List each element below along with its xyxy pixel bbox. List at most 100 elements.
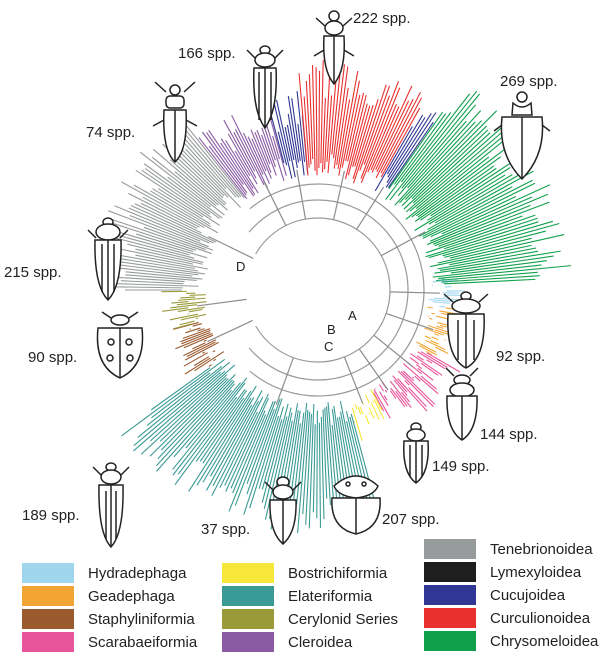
tree-branch (313, 424, 315, 512)
tree-branch (425, 336, 431, 339)
tree-branch (432, 337, 439, 340)
node-label-a: A (348, 308, 357, 323)
tree-branch (413, 377, 414, 378)
tree-branch (369, 413, 370, 415)
tree-branch (360, 86, 390, 171)
tree-branch (173, 324, 191, 329)
node-label-d: D (236, 259, 245, 274)
tree-branch (379, 392, 388, 406)
legend-swatch (424, 562, 476, 582)
legend-swatch (424, 585, 476, 605)
tree-branch (359, 349, 388, 390)
legend-label: Cleroidea (288, 634, 352, 651)
tree-branch (417, 356, 424, 360)
tree-branch (432, 302, 449, 304)
count-label-92: 92 spp. (496, 348, 545, 365)
tree-branch (321, 60, 323, 163)
beetle-icon-269 (494, 92, 550, 179)
legend-swatch (22, 632, 74, 652)
legend-swatch (222, 563, 274, 583)
count-label-215: 215 spp. (4, 264, 62, 281)
tree-branch (334, 171, 345, 220)
count-label-166: 166 spp. (178, 45, 236, 62)
tree-branch (207, 320, 252, 341)
legend-swatch (222, 632, 274, 652)
tree-branch (316, 67, 317, 175)
legend-item-scarabaeiformia: Scarabaeiformia (22, 631, 197, 653)
node-label-b: B (327, 322, 336, 337)
tree-branch (190, 295, 206, 296)
tree-branch (373, 401, 374, 403)
tree-backbone (250, 184, 424, 396)
legend-label: Cerylonid Series (288, 611, 398, 628)
tree-branch (434, 334, 439, 336)
beetle-icon-144 (446, 368, 478, 440)
tree-branch (208, 237, 253, 259)
legend-swatch (424, 631, 476, 651)
tree-branch (416, 365, 421, 369)
legend-swatch (22, 586, 74, 606)
tree-branch (138, 362, 230, 437)
tree-branch (213, 351, 215, 352)
tree-branch (185, 358, 210, 374)
legend-label: Curculionoidea (490, 610, 590, 627)
legend-label: Geadephaga (88, 588, 175, 605)
legend-label: Staphyliniformia (88, 611, 195, 628)
tree-branch (204, 340, 207, 341)
legend-item-chrysomeloidea: Chrysomeloidea (424, 630, 598, 652)
tree-branch (390, 292, 440, 293)
tree-branch (202, 352, 204, 353)
legend-swatch (424, 539, 476, 559)
tree-branch (197, 299, 247, 306)
tree-branch (447, 295, 462, 296)
legend-label: Cucujoidea (490, 587, 565, 604)
tree-branch (344, 357, 362, 404)
legend-item-hydradephaga: Hydradephaga (22, 562, 186, 584)
count-label-90: 90 spp. (28, 349, 77, 366)
beetle-icon-92 (444, 292, 488, 368)
tree-branch (369, 408, 374, 419)
count-label-144: 144 spp. (480, 426, 538, 443)
legend-swatch (22, 563, 74, 583)
tree-branch (109, 283, 199, 286)
tree-branch (213, 359, 215, 361)
count-label-269: 269 spp. (500, 73, 558, 90)
legend-swatch (222, 609, 274, 629)
legend-label: Hydradephaga (88, 565, 186, 582)
tree-branch (438, 216, 522, 246)
legend-item-cucujoidea: Cucujoidea (424, 584, 565, 606)
tree-branch (366, 395, 370, 403)
tree-branch (426, 222, 539, 257)
tree-branch (161, 374, 235, 450)
beetle-icon-90 (97, 312, 142, 378)
legend-item-geadephaga: Geadephaga (22, 585, 175, 607)
tree-branch (170, 305, 197, 308)
tree-branch (436, 326, 443, 328)
tree-branch (385, 390, 387, 392)
tree-branch (264, 181, 286, 226)
legend-item-cerylonid-series: Cerylonid Series (222, 608, 398, 630)
tree-branch (342, 81, 359, 168)
legend-label: Elateriformia (288, 588, 372, 605)
tree-branch (171, 302, 188, 304)
legend-label: Chrysomeloidea (490, 633, 598, 650)
beetle-icon-149 (404, 423, 429, 483)
legend-item-staphyliniformia: Staphyliniformia (22, 608, 195, 630)
legend-label: Lymexyloidea (490, 564, 581, 581)
tree-branch (355, 404, 357, 409)
tree-branch (379, 385, 383, 391)
node-label-c: C (324, 339, 333, 354)
tree-branch (183, 340, 216, 356)
tree-branch (133, 371, 224, 451)
legend-label: Tenebrionoidea (490, 541, 593, 558)
tree-branch (183, 329, 210, 339)
count-label-74: 74 spp. (86, 124, 135, 141)
beetle-icon-207 (332, 476, 380, 534)
tree-branch (319, 423, 320, 528)
legend: Hydradephaga Geadephaga Staphyliniformia… (0, 530, 606, 659)
count-label-149: 149 spp. (432, 458, 490, 475)
tree-branch (366, 415, 369, 424)
tree-branch (431, 313, 434, 314)
legend-item-curculionoidea: Curculionoidea (424, 607, 590, 629)
legend-item-cleroidea: Cleroidea (222, 631, 352, 653)
